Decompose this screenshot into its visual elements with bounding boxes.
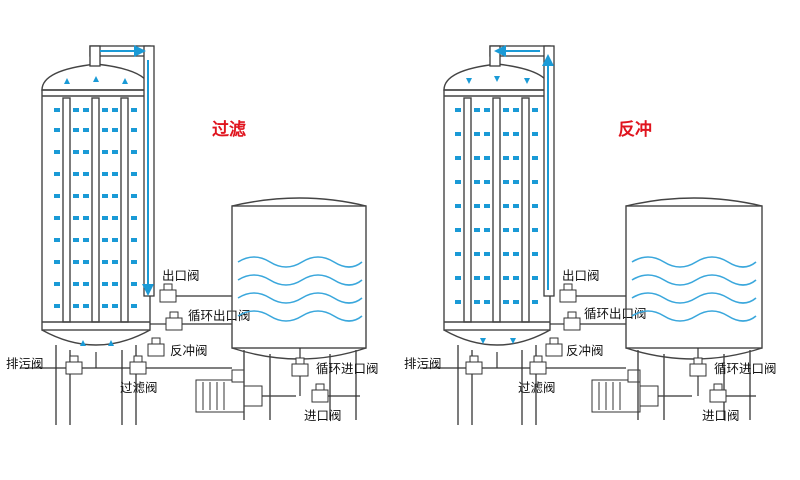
- mode-title-filtration: 过滤: [212, 119, 246, 140]
- panel-filtration: 过滤: [6, 45, 379, 425]
- water-tank: [231, 197, 367, 420]
- outlet-valve[interactable]: [559, 283, 626, 303]
- label-circ-outlet-valve: 循环出口阀: [584, 306, 647, 321]
- label-drain-valve: 排污阀: [404, 356, 442, 371]
- label-drain-valve: 排污阀: [6, 356, 44, 371]
- pump-icon: [591, 369, 692, 413]
- backwash-valve[interactable]: [147, 337, 165, 357]
- filter-element-icon: [120, 97, 129, 323]
- flow-arrow-icon: [466, 76, 530, 344]
- label-outlet-valve: 出口阀: [562, 268, 600, 283]
- label-circ-inlet-valve: 循环进口阀: [714, 361, 777, 376]
- circ-outlet-valve[interactable]: [150, 311, 232, 331]
- panel-backwash: 反冲: [404, 45, 777, 425]
- top-outlet-pipe: [89, 45, 155, 297]
- backwash-valve[interactable]: [545, 337, 563, 357]
- inlet-valve[interactable]: [311, 383, 360, 403]
- filter-elements: [455, 76, 538, 344]
- water-tank: [625, 197, 763, 420]
- inlet-valve[interactable]: [709, 383, 756, 403]
- filter-element-icon: [492, 97, 501, 323]
- label-circ-inlet-valve: 循环进口阀: [316, 361, 379, 376]
- flow-arrow-icon: [64, 76, 128, 346]
- filter-valve[interactable]: [82, 352, 232, 375]
- filter-element-icon: [463, 97, 472, 323]
- circ-inlet-valve[interactable]: [291, 348, 309, 396]
- filter-elements: [54, 76, 137, 346]
- label-inlet-valve: 进口阀: [304, 408, 342, 423]
- label-filter-valve: 过滤阀: [518, 380, 556, 395]
- drain-valve[interactable]: [20, 355, 83, 375]
- circ-inlet-valve[interactable]: [689, 348, 707, 396]
- filter-element-icon: [91, 97, 100, 323]
- mode-title-backwash: 反冲: [618, 119, 652, 140]
- circ-outlet-valve[interactable]: [550, 311, 626, 331]
- label-backwash-valve: 反冲阀: [566, 343, 604, 358]
- label-circ-outlet-valve: 循环出口阀: [188, 308, 251, 323]
- label-outlet-valve: 出口阀: [162, 268, 200, 283]
- filter-valve[interactable]: [482, 352, 626, 375]
- label-inlet-valve: 进口阀: [702, 408, 740, 423]
- outlet-valve[interactable]: [159, 283, 232, 303]
- label-backwash-valve: 反冲阀: [170, 343, 208, 358]
- drain-valve[interactable]: [420, 355, 483, 375]
- top-outlet-pipe: [489, 45, 555, 297]
- filter-element-icon: [521, 97, 530, 323]
- pump-icon: [195, 369, 296, 413]
- label-filter-valve: 过滤阀: [120, 380, 158, 395]
- filter-element-icon: [62, 97, 71, 323]
